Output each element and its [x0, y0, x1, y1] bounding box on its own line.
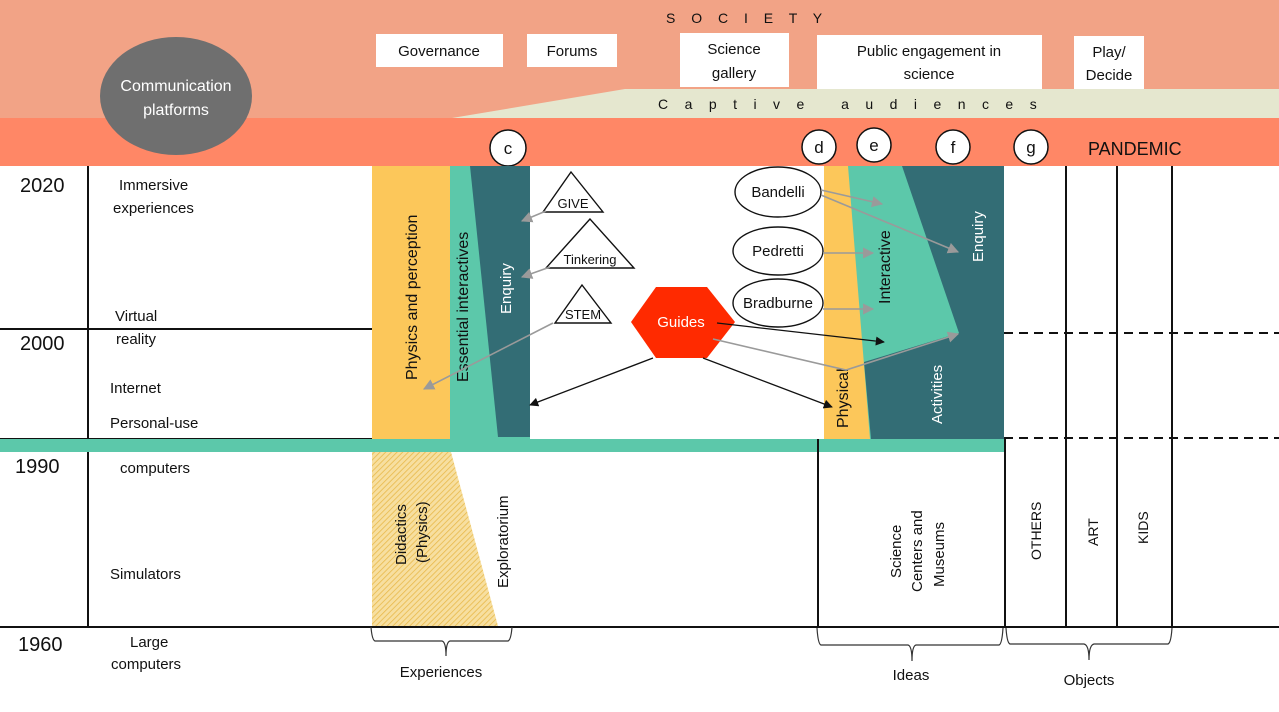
physics-paren-label: (Physics) — [414, 501, 431, 563]
year-2020: 2020 — [20, 175, 65, 197]
svg-text:c: c — [504, 139, 513, 158]
svg-text:Public engagement in: Public engagement in — [857, 43, 1001, 60]
svg-text:science: science — [904, 66, 955, 83]
svg-text:g: g — [1026, 138, 1035, 157]
author-bandelli: Bandelli — [734, 166, 822, 218]
influence-tinkering: Tinkering — [544, 217, 636, 269]
arrow-guides-to-physical — [702, 357, 833, 409]
physics-and-perception-label: Physics and perception — [404, 215, 421, 380]
physics-and-perception-bar — [372, 166, 450, 439]
platform-experiences: experiences — [113, 200, 194, 217]
platform-computers: computers — [120, 460, 190, 477]
svg-text:e: e — [869, 136, 878, 155]
arrow-give-to-enquiry — [520, 210, 547, 223]
arrow-guides-to-interactive — [716, 322, 885, 346]
svg-text:Play/: Play/ — [1092, 44, 1126, 61]
objects-art: ART — [1085, 518, 1101, 546]
year-1990: 1990 — [15, 456, 60, 478]
svg-text:GIVE: GIVE — [557, 196, 588, 211]
svg-text:Tinkering: Tinkering — [564, 252, 617, 267]
platform-internet: Internet — [110, 380, 162, 397]
science-centers-line1: Science — [888, 525, 905, 578]
pandemic-label: PANDEMIC — [1088, 139, 1182, 159]
exploratorium-label: Exploratorium — [495, 495, 512, 588]
activities-label: Activities — [929, 365, 946, 424]
svg-text:Bradburne: Bradburne — [743, 295, 813, 312]
objects-kids: KIDS — [1135, 511, 1151, 544]
enquiry-activities-bar — [864, 166, 1004, 439]
bracket-experiences — [370, 626, 513, 657]
enquiry-label-ideas: Enquiry — [970, 211, 987, 262]
svg-text:Science: Science — [707, 41, 760, 58]
platform-simulators: Simulators — [110, 566, 181, 583]
arrow-stem-to-physics — [423, 322, 554, 390]
arrow-bandelli-to-enquiry — [820, 194, 960, 254]
didactics-label: Didactics — [393, 504, 410, 565]
society-box-science-gallery: Science gallery — [680, 33, 789, 87]
svg-text:platforms: platforms — [143, 102, 209, 119]
svg-text:Governance: Governance — [398, 43, 480, 60]
platform-reality: reality — [116, 331, 157, 348]
science-centers-line3: Museums — [931, 522, 948, 587]
marker-e: e — [856, 127, 892, 163]
ideas-label: Ideas — [893, 667, 930, 684]
svg-text:Forums: Forums — [547, 43, 598, 60]
platform-large: Large — [130, 634, 168, 651]
svg-text:Decide: Decide — [1086, 67, 1133, 84]
marker-c: c — [489, 129, 527, 167]
society-box-forums: Forums — [527, 34, 617, 67]
captive-audiences-label: C a p t i v e a u d i e n c e s — [658, 96, 1038, 112]
objects-label: Objects — [1064, 672, 1115, 689]
svg-text:gallery: gallery — [712, 65, 757, 82]
essential-interactives-label: Essential interactives — [455, 232, 472, 382]
enquiry-bar-experiences — [470, 166, 530, 437]
svg-text:Communication: Communication — [120, 78, 231, 95]
marker-d: d — [801, 129, 837, 165]
svg-text:Pedretti: Pedretti — [752, 243, 804, 260]
marker-g: g — [1013, 129, 1049, 165]
physical-label: Physical — [835, 368, 852, 428]
didactics-physics-area — [372, 452, 498, 626]
captive-audiences-band — [452, 89, 1279, 118]
society-box-public-engagement: Public engagement in science — [817, 35, 1042, 89]
interactive-era-band — [0, 439, 1004, 452]
platform-personal-use: Personal-use — [110, 415, 198, 432]
year-2000: 2000 — [20, 333, 65, 355]
arrow-guides-to-enquiry — [712, 331, 960, 371]
science-centers-line2: Centers and — [909, 510, 926, 592]
bracket-ideas — [816, 627, 1004, 662]
svg-text:d: d — [814, 138, 823, 157]
arrow-guides-to-enquiry-experiences — [529, 357, 654, 407]
arrow-bandelli-to-interactive — [820, 189, 884, 208]
svg-text:f: f — [951, 138, 956, 157]
influence-stem: STEM — [553, 283, 613, 324]
objects-others: OTHERS — [1028, 502, 1044, 560]
platform-immersive: Immersive — [119, 177, 188, 194]
marker-f: f — [935, 129, 971, 165]
guides-hexagon: Guides — [631, 287, 735, 358]
society-label: S O C I E T Y — [666, 10, 828, 26]
arrow-tinkering-to-enquiry — [520, 266, 551, 279]
bracket-objects — [1005, 627, 1173, 661]
year-1960: 1960 — [18, 634, 63, 656]
enquiry-label-experiences: Enquiry — [498, 263, 515, 314]
author-pedretti: Pedretti — [732, 226, 824, 276]
society-box-play-decide: Play/ Decide — [1074, 36, 1144, 89]
experiences-label: Experiences — [400, 664, 483, 681]
communication-platforms-bubble: Communication platforms — [100, 37, 252, 155]
svg-text:STEM: STEM — [565, 307, 601, 322]
influence-give: GIVE — [541, 170, 605, 213]
author-bradburne: Bradburne — [732, 278, 824, 328]
interactive-label: Interactive — [877, 230, 894, 304]
platform-virtual: Virtual — [115, 308, 157, 325]
svg-text:Guides: Guides — [657, 314, 705, 331]
platform-large-computers: computers — [111, 656, 181, 673]
svg-text:Bandelli: Bandelli — [751, 184, 804, 201]
society-box-governance: Governance — [376, 34, 503, 67]
